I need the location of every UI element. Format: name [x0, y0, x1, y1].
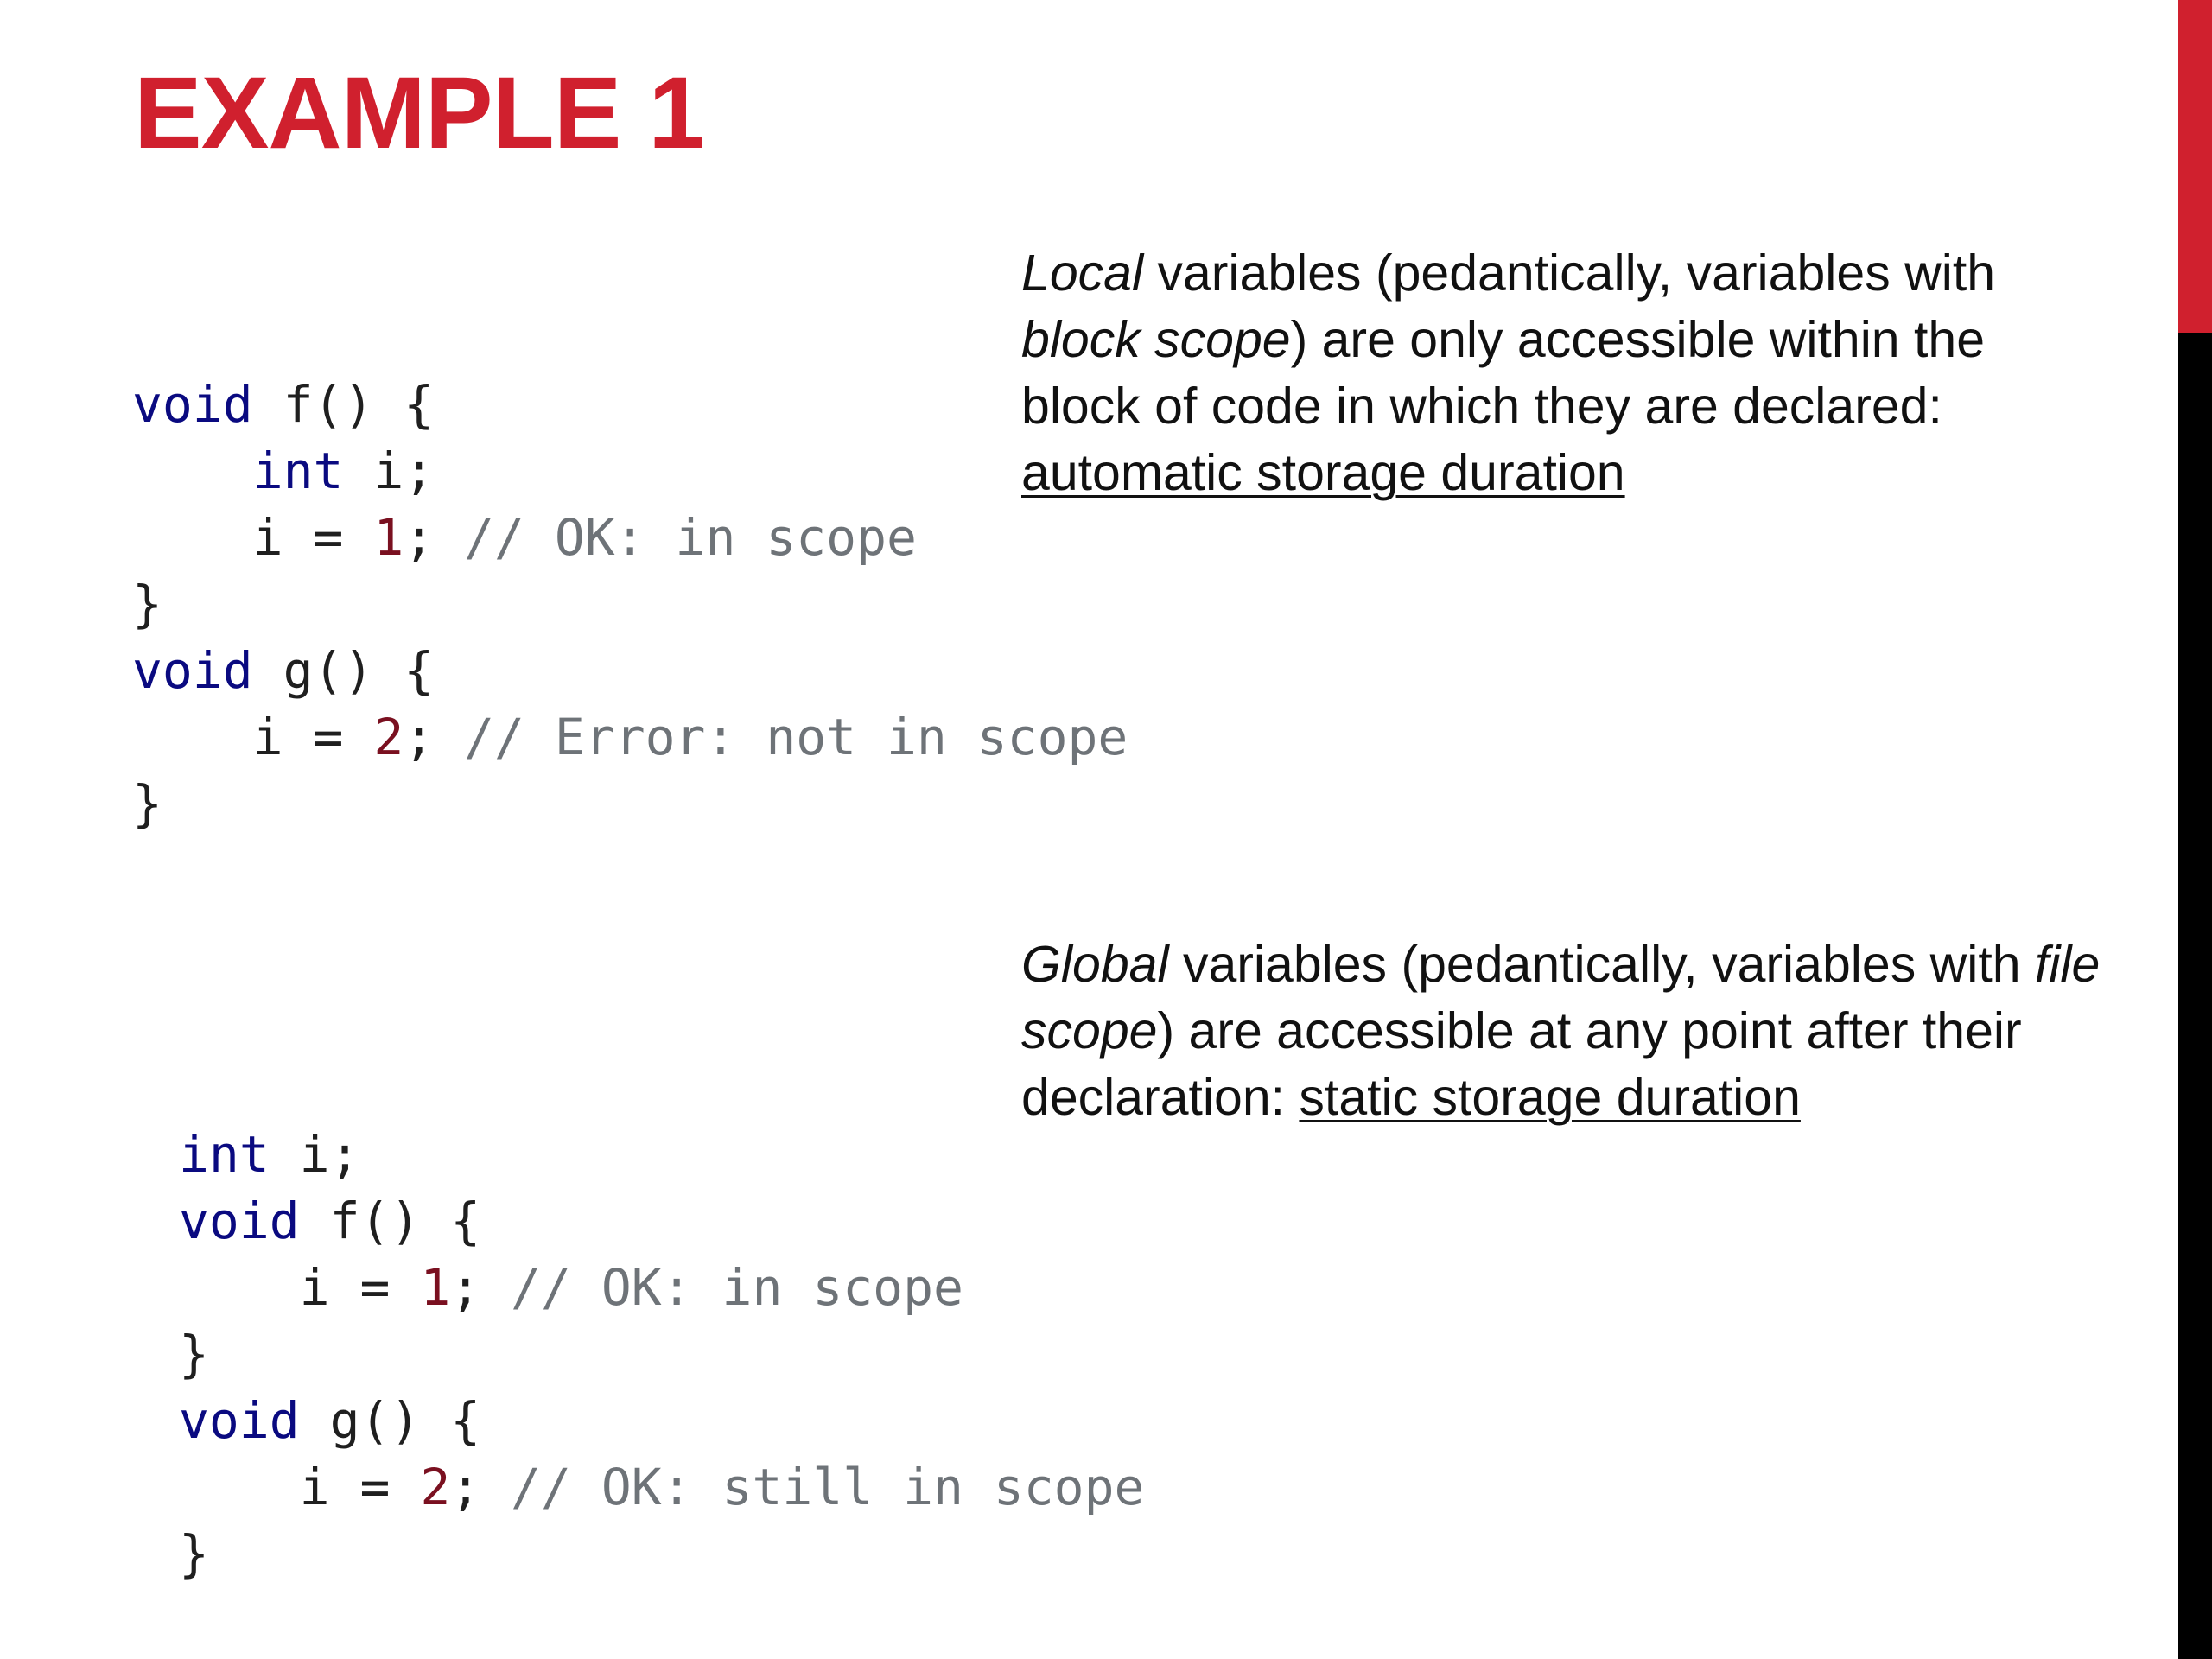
code-text: f() { — [252, 375, 435, 434]
code-comment: // Error: not in scope — [464, 708, 1128, 766]
code-text — [132, 442, 253, 500]
code-line: void g() { — [179, 1391, 480, 1450]
code-text: i = — [132, 708, 374, 766]
code-line: int i; — [179, 1125, 360, 1184]
note-duration: static storage duration — [1299, 1069, 1801, 1126]
code-text: i; — [269, 1125, 360, 1184]
note-scope: file scope — [1021, 936, 2101, 1059]
code-line: } — [179, 1325, 209, 1383]
code-line: i = 1; // OK: in scope — [179, 1258, 963, 1317]
note-text: ) are only accessible within the block o… — [1021, 311, 1986, 435]
code-keyword: void — [132, 375, 253, 434]
code-number: 2 — [420, 1458, 451, 1516]
code-line: i = 2; // OK: still in scope — [179, 1458, 1145, 1516]
code-text: f() { — [299, 1192, 481, 1250]
code-keyword: void — [132, 641, 253, 700]
code-keyword: void — [179, 1391, 300, 1450]
code-text: ; — [450, 1458, 512, 1516]
code-text: i = — [179, 1258, 421, 1317]
side-bar — [2178, 333, 2212, 1659]
note-term: Global — [1021, 936, 1169, 993]
code-text: i = — [179, 1458, 421, 1516]
code-line: } — [132, 575, 162, 633]
note-duration: automatic storage duration — [1021, 444, 1625, 501]
note-text: variables (pedantically, variables with — [1143, 245, 1996, 302]
slide-title: EXAMPLE 1 — [134, 56, 705, 170]
code-number: 2 — [373, 708, 404, 766]
code-text: g() { — [299, 1391, 481, 1450]
code-number: 1 — [373, 508, 404, 567]
note-text: ) are accessible at any point after thei… — [1021, 1002, 2022, 1126]
code-comment: // OK: in scope — [464, 508, 917, 567]
note-global-variables: Global variables (pedantically, variable… — [1021, 931, 2110, 1131]
code-keyword: int — [252, 442, 344, 500]
code-line: int i; — [132, 442, 435, 500]
code-line: void f() { — [132, 375, 434, 434]
code-text: } — [179, 1524, 209, 1583]
code-text: g() { — [252, 641, 435, 700]
note-local-variables: Local variables (pedantically, variables… — [1021, 240, 2110, 506]
code-text: } — [132, 575, 162, 633]
code-text: ; — [404, 708, 465, 766]
code-block-global: int i; void f() { i = 1; // OK: in scope… — [179, 1122, 1144, 1587]
code-block-local: void f() { int i; i = 1; // OK: in scope… — [132, 372, 1128, 837]
code-line: i = 1; // OK: in scope — [132, 508, 917, 567]
note-text: variables (pedantically, variables with — [1168, 936, 2035, 993]
code-text: } — [179, 1325, 209, 1383]
code-number: 1 — [420, 1258, 451, 1317]
code-comment: // OK: still in scope — [511, 1458, 1145, 1516]
code-line: } — [179, 1524, 209, 1583]
code-keyword: int — [179, 1125, 270, 1184]
code-line: i = 2; // Error: not in scope — [132, 708, 1128, 766]
code-text: } — [132, 774, 162, 833]
code-text: ; — [404, 508, 465, 567]
code-line: void g() { — [132, 641, 434, 700]
code-line: void f() { — [179, 1192, 480, 1250]
note-term: Local — [1021, 245, 1144, 302]
code-text: ; — [450, 1258, 512, 1317]
code-text: i; — [343, 442, 435, 500]
code-line: } — [132, 774, 162, 833]
code-text: i = — [132, 508, 374, 567]
note-scope: block scope — [1021, 311, 1291, 368]
code-keyword: void — [179, 1192, 300, 1250]
accent-bar — [2178, 0, 2212, 333]
code-comment: // OK: in scope — [511, 1258, 963, 1317]
